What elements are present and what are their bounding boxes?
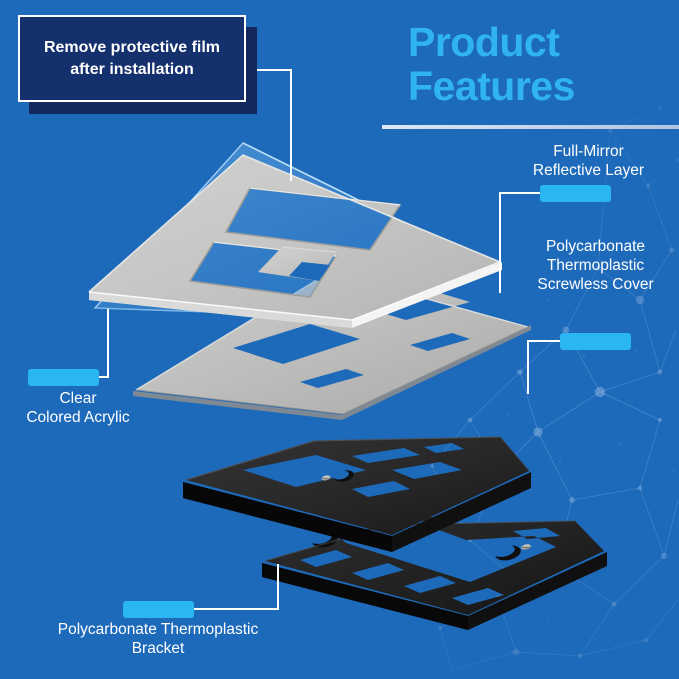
accent-bar-screwless-cover (560, 333, 631, 350)
label-cover-line-3: Screwless Cover (537, 276, 654, 293)
layer-full-mirror-reflective-layer (88, 154, 502, 328)
label-polycarbonate-thermoplastic-bracket: Polycarbonate Thermoplastic Bracket (28, 620, 288, 658)
label-full-mirror-line-2: Reflective Layer (532, 162, 645, 179)
callout-border (18, 15, 246, 102)
accent-bar-full-mirror (540, 185, 611, 202)
callout-note-line-1: Remove protective film (43, 38, 221, 56)
page-title-line-2: Features (408, 63, 575, 109)
callout-note: Remove protective film after installatio… (18, 15, 246, 102)
callout-note-line-2: after installation (70, 60, 194, 78)
label-bracket-line-1: Polycarbonate Thermoplastic (57, 621, 259, 638)
callout-fill (18, 15, 246, 102)
label-full-mirror-line-1: Full-Mirror (553, 143, 624, 160)
page-title-line-1: Product (408, 19, 560, 65)
label-polycarbonate-screwless-cover: Polycarbonate Thermoplastic Screwless Co… (512, 237, 679, 294)
label-acrylic-line-2: Colored Acrylic (26, 409, 130, 426)
label-cover-line-2: Thermoplastic (546, 257, 645, 274)
layer-black-opening-plate (183, 436, 531, 552)
label-bracket-line-2: Bracket (131, 640, 185, 657)
label-cover-line-1: Polycarbonate (545, 238, 646, 255)
label-acrylic-line-1: Clear (59, 390, 97, 407)
accent-bar-bracket (123, 601, 194, 618)
label-clear-colored-acrylic: Clear Colored Acrylic (6, 389, 150, 427)
page-title: Product Features (408, 20, 670, 108)
accent-bar-clear-acrylic (28, 369, 99, 386)
title-divider (382, 125, 679, 129)
label-full-mirror-reflective-layer: Full-Mirror Reflective Layer (498, 142, 679, 180)
